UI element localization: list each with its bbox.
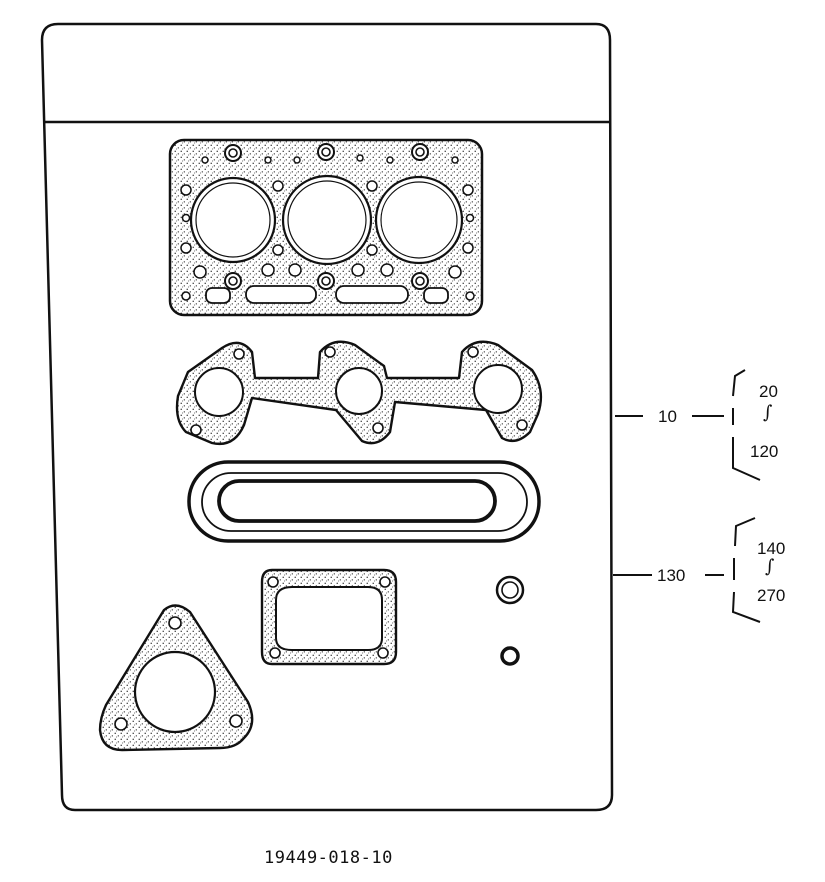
range-tilde: ∫	[763, 402, 773, 423]
package-outline	[40, 22, 614, 812]
callout-range-end-270: 270	[757, 586, 786, 605]
callout-range-end-120: 120	[750, 442, 779, 461]
callout-range-start-140: 140	[757, 539, 786, 558]
range-tilde: ∫	[765, 556, 775, 577]
callout-ref-10: 10	[658, 407, 677, 426]
callout-range-start-20: 20	[759, 382, 778, 401]
o-ring-large	[495, 575, 525, 605]
o-ring-small	[500, 646, 520, 666]
manifold-gasket	[175, 340, 543, 446]
exhaust-flange-gasket	[98, 604, 254, 752]
rocker-cover-gasket	[187, 460, 541, 543]
drawing-number: 19449-018-10	[264, 848, 393, 868]
square-flange-gasket	[260, 568, 398, 666]
cylinder-head-gasket	[168, 138, 484, 317]
bracket-130	[731, 517, 761, 623]
bracket-10	[732, 369, 761, 481]
callout-ref-130: 130	[657, 566, 686, 585]
